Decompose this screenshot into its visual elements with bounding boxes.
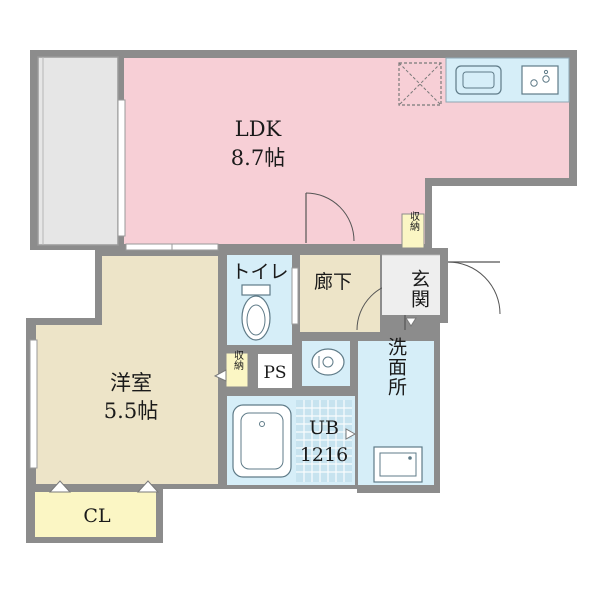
ldk-room [124,58,569,244]
bathroom [227,396,355,485]
stove-icon [521,65,559,95]
closet-label: CL [83,505,111,527]
washroom-label: 洗面所 [385,337,407,397]
western-room [36,256,218,484]
closet [35,492,156,537]
washing-machine-icon [373,446,423,483]
pipe-space [258,354,292,388]
washbasin-icon [302,341,350,386]
entrance-label: 玄関 [408,269,430,309]
bathroom-label: UB [309,417,339,439]
hallway-label: 廊下 [314,271,352,293]
bathroom-size: 1216 [300,444,348,466]
ldk-door-icon [305,192,355,243]
entrance [382,255,440,315]
entrance-storage-label: 収納 [408,211,420,232]
entrance-storage [401,213,425,249]
toilet-label: トイレ [231,261,288,283]
ldk-window [117,99,126,237]
ldk-size: 8.7帖 [231,146,285,170]
western-room-size: 5.5帖 [104,399,158,423]
refrigerator-space-icon [398,62,442,106]
hallway [300,255,380,332]
balcony [37,56,119,246]
storage-room-label: 収納 [232,350,244,371]
entry-door-icon [447,261,501,315]
western-room-label: 洋室 [110,371,152,395]
pipe-space-label: PS [263,363,286,383]
toilet-icon [241,284,271,341]
ldk-label: LDK [235,117,282,141]
western-room-window [29,339,38,469]
sink-icon [455,65,502,95]
